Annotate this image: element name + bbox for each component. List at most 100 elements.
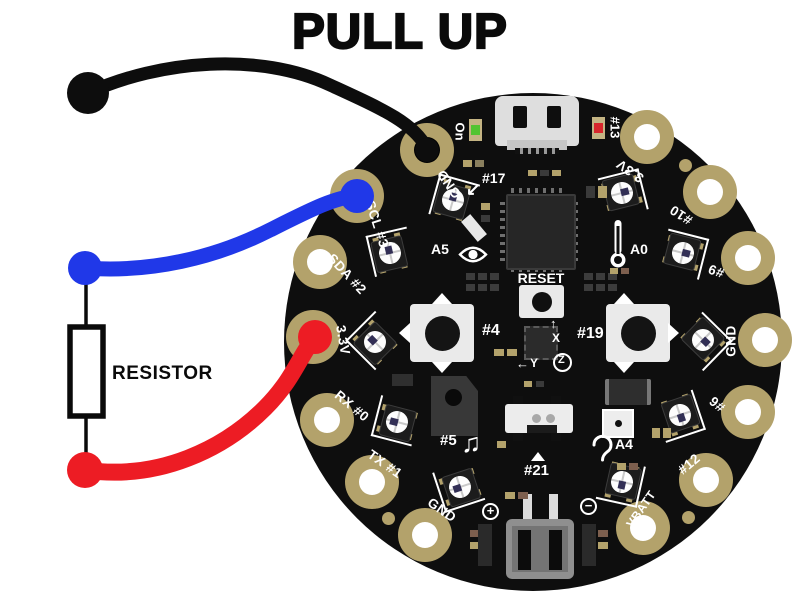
button-d4[interactable] (410, 304, 474, 362)
chip-pins (500, 199, 505, 261)
smd-component (610, 268, 618, 274)
red-wire[interactable] (76, 329, 324, 481)
usb-pins (515, 148, 559, 154)
smd-component (518, 492, 528, 499)
microphone (602, 409, 634, 438)
micro-usb-connector (495, 96, 579, 154)
black-wire-end[interactable] (67, 72, 109, 114)
neopixel-led (661, 231, 705, 275)
resistor-body (67, 324, 106, 419)
pad-hole (630, 515, 656, 541)
smd-component (475, 160, 484, 167)
smd-component (598, 542, 608, 549)
slide-switch[interactable] (505, 404, 573, 433)
pad-hole (693, 467, 719, 493)
pad-hole (314, 407, 340, 433)
up-triangle-icon (614, 293, 634, 304)
smd-component (540, 170, 549, 176)
smd-component (507, 349, 517, 356)
pad-gnd-right[interactable] (738, 313, 792, 367)
neopixel-led (375, 400, 419, 444)
mic-port-icon (614, 420, 622, 427)
battery-slot (518, 530, 531, 570)
pad-tx1[interactable] (345, 455, 399, 509)
d4-label: #4 (482, 322, 500, 339)
switch-pin (551, 432, 561, 441)
smd-component (596, 273, 605, 280)
smd-component (598, 186, 607, 198)
pad-hole (735, 399, 761, 425)
switch-pin (551, 396, 561, 405)
pad-hole (752, 327, 778, 353)
smd-component (621, 268, 629, 274)
smd-component (598, 530, 608, 537)
smd-component (617, 463, 626, 470)
battery-minus-icon: − (580, 498, 597, 515)
smd-component (596, 284, 605, 291)
left-triangle-icon (399, 323, 410, 343)
pad-d6[interactable] (721, 385, 775, 439)
eye-icon (458, 246, 488, 263)
smd-component (470, 530, 478, 537)
axis-x-label: X (552, 331, 561, 345)
pad-hole (414, 137, 440, 163)
smd-component (490, 273, 499, 280)
green-led-icon (471, 125, 480, 135)
smd-component (584, 284, 593, 291)
up-triangle-icon (432, 293, 452, 304)
pad-v33-left[interactable] (286, 310, 340, 364)
pad-gnd-bottom[interactable] (398, 508, 452, 562)
smd-component (466, 273, 475, 280)
pad-hole (634, 124, 660, 150)
thermometer-icon (610, 220, 626, 268)
battery-pin (523, 494, 532, 520)
usb-slot-icon (547, 106, 561, 128)
pad-d9[interactable] (721, 231, 775, 285)
smd-component (629, 463, 638, 470)
smd-component (466, 284, 475, 291)
smd-component (463, 160, 472, 167)
smd-component (586, 186, 595, 198)
d13-led (592, 117, 605, 139)
axis-y-label: Y (530, 356, 539, 370)
d17-arrow-icon: ↙ (466, 180, 481, 199)
pad-vbatt[interactable] (616, 501, 670, 555)
black-wire[interactable] (81, 57, 434, 156)
button-d19[interactable] (606, 304, 670, 362)
switch-dot (532, 414, 541, 423)
pad-hole (735, 245, 761, 271)
mcu-chip (506, 194, 576, 270)
pad-v33-right[interactable] (620, 110, 674, 164)
reset-button-cap (531, 291, 552, 312)
reset-label: RESET (517, 270, 565, 286)
usb-lip (507, 140, 567, 150)
d17-label: #17 (482, 170, 506, 186)
via-dot (679, 159, 692, 172)
music-notes-icon: ♫ (461, 428, 482, 458)
red-led-icon (594, 123, 603, 133)
d5-label: #5 (440, 432, 457, 449)
red-wire-end[interactable] (67, 452, 103, 488)
smd-component (478, 284, 487, 291)
pad-hole (697, 179, 723, 205)
axis-z-marker (553, 353, 572, 372)
smd-component (528, 170, 537, 176)
smd-component (582, 524, 596, 566)
pad-hole (359, 469, 385, 495)
switch-pin (513, 432, 523, 441)
smd-component (497, 441, 506, 448)
blue-wire-end[interactable] (68, 251, 102, 285)
reset-button[interactable] (519, 285, 564, 318)
smd-component (481, 215, 490, 222)
button-d19-cap (620, 315, 656, 351)
usb-slot-icon (513, 106, 527, 128)
down-triangle-icon (432, 362, 452, 373)
switch-pin (513, 396, 523, 405)
via-dot (682, 511, 695, 524)
pad-d10[interactable] (683, 165, 737, 219)
buzzer-hole-icon (445, 389, 462, 406)
axis-left-arrow-icon: ← (516, 356, 529, 371)
power-led (469, 119, 482, 141)
pad-d12[interactable] (679, 453, 733, 507)
